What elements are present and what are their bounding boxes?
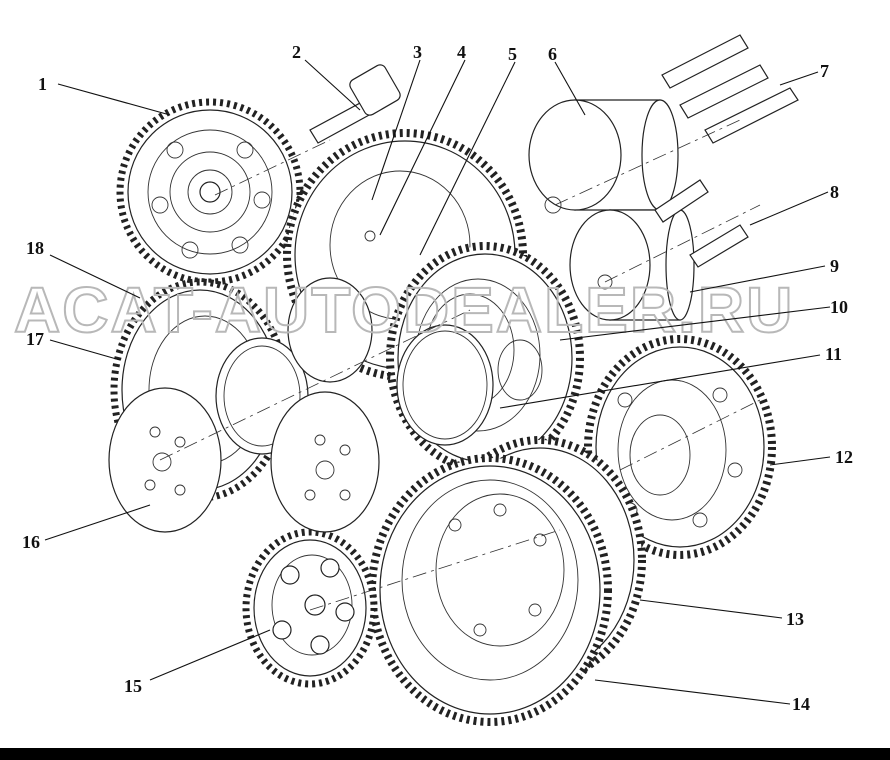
- callout-1: 1: [38, 74, 47, 94]
- callout-8: 8: [830, 182, 839, 202]
- leader-lines: [44, 59, 831, 705]
- callout-14: 14: [792, 694, 810, 714]
- stub-axle-6: [528, 99, 679, 214]
- gear-14: [368, 454, 612, 726]
- watermark-text: ACAT-AUTODEALER.RU: [14, 274, 794, 346]
- callout-15: 15: [124, 676, 142, 696]
- bolts-7: [661, 34, 799, 144]
- ring-11: [396, 324, 494, 446]
- callout-10: 10: [830, 297, 848, 317]
- callout-12: 12: [835, 447, 853, 467]
- callout-16: 16: [22, 532, 40, 552]
- bolts-8: [654, 179, 749, 268]
- gear-15: [242, 528, 378, 688]
- callout-5: 5: [508, 44, 517, 64]
- callout-18: 18: [26, 238, 44, 258]
- callout-6: 6: [548, 44, 557, 64]
- callout-2: 2: [292, 42, 301, 62]
- bolt-2: [309, 64, 401, 144]
- callout-3: 3: [413, 42, 422, 62]
- callout-11: 11: [825, 344, 842, 364]
- callout-4: 4: [457, 42, 466, 62]
- stub-axle-9: [569, 209, 695, 321]
- callout-numbers: 1 2 3 4 5 6 7 8 9 10 11 12 13 14 15 16 1…: [22, 42, 853, 714]
- disc-second: [270, 391, 380, 533]
- centre-lines: [159, 119, 761, 611]
- gear-1: [116, 98, 304, 286]
- gear-12: [584, 335, 776, 559]
- callout-9: 9: [830, 256, 839, 276]
- callout-13: 13: [786, 609, 804, 629]
- callout-7: 7: [820, 61, 829, 81]
- callout-17: 17: [26, 329, 44, 349]
- bottom-bar: [0, 748, 890, 760]
- disc-16: [108, 387, 222, 533]
